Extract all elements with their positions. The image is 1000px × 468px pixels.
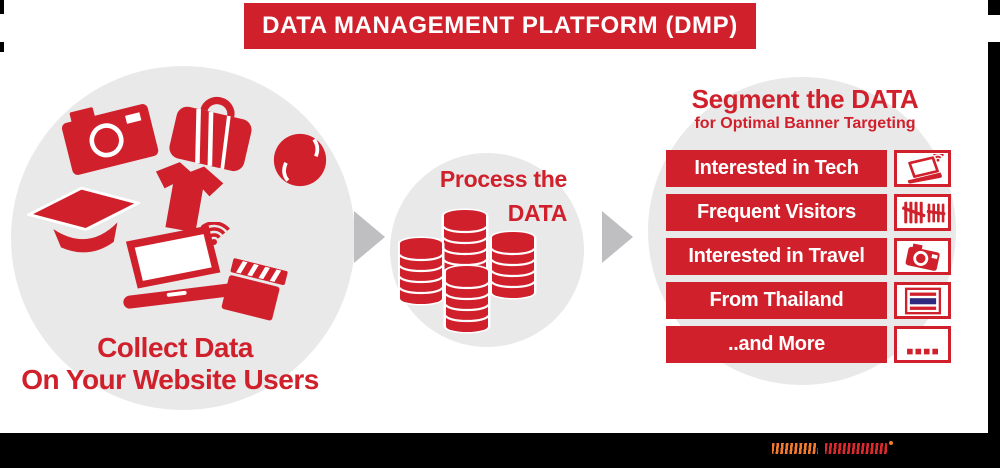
travel-bag-icon xyxy=(164,82,263,182)
flow-arrow-1 xyxy=(354,211,385,263)
flow-arrow-2 xyxy=(602,211,633,263)
laptop-signal-icon xyxy=(894,150,951,187)
frame-edge-left xyxy=(0,42,4,52)
process-caption: Process the DATA xyxy=(415,166,567,227)
tshirt-icon xyxy=(142,154,230,242)
more-dots-icon xyxy=(894,326,951,363)
laptop-wifi-icon xyxy=(114,222,234,317)
frame-edge-left-top xyxy=(0,0,4,14)
segment-row-travel: Interested in Travel xyxy=(666,238,887,275)
baseball-icon xyxy=(272,132,328,188)
collect-caption-line2: On Your Website Users xyxy=(21,364,319,395)
segment-row-more: ..and More xyxy=(666,326,887,363)
clapperboard-icon xyxy=(220,258,290,326)
brand-logo-word2 xyxy=(825,441,893,454)
segment-row-tech: Interested in Tech xyxy=(666,150,887,187)
frame-edge-right-top xyxy=(988,0,1000,15)
segment-subtitle: for Optimal Banner Targeting xyxy=(694,115,916,132)
camera-icon xyxy=(55,88,162,182)
camera-small-icon xyxy=(894,238,951,275)
coin-stacks-icon xyxy=(398,202,540,336)
segment-title: Segment the DATA xyxy=(691,84,919,114)
tally-marks-icon xyxy=(894,194,951,231)
collect-caption-line1: Collect Data xyxy=(97,332,253,363)
graduation-cap-icon xyxy=(24,180,146,264)
segment-row-frequent: Frequent Visitors xyxy=(666,194,887,231)
process-caption-line2: DATA xyxy=(507,200,568,226)
page-title: DATA MANAGEMENT PLATFORM (DMP) xyxy=(244,3,756,49)
brand-logo xyxy=(772,441,893,454)
brand-logo-word1 xyxy=(772,443,818,454)
process-caption-line1: Process the xyxy=(439,166,567,192)
frame-edge-right xyxy=(988,42,1000,433)
thailand-flag-icon xyxy=(894,282,951,319)
segment-row-thailand: From Thailand xyxy=(666,282,887,319)
